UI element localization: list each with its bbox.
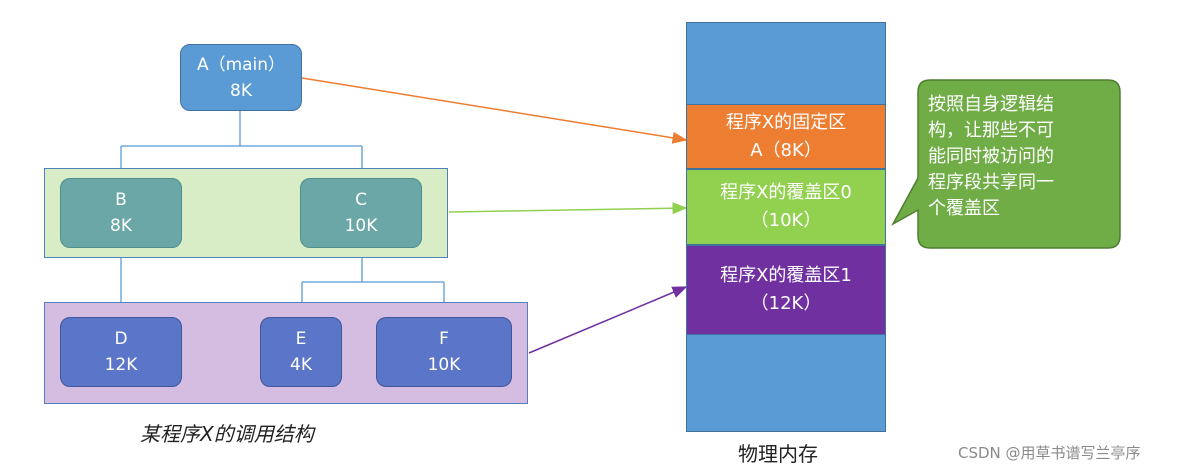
- node-a-label: A（main）: [196, 54, 286, 75]
- node-c-size: 10K: [344, 216, 378, 236]
- node-e-label: E: [295, 329, 307, 349]
- node-a-main: A（main） 8K: [180, 44, 302, 111]
- callout-line: 个覆盖区: [928, 198, 1000, 219]
- node-f: F 10K: [376, 317, 512, 387]
- memory-fixed-area: 程序X的固定区 A（8K）: [686, 104, 886, 169]
- node-b-label: B: [115, 190, 127, 210]
- node-c: C 10K: [300, 178, 422, 248]
- callout-line: 按照自身逻辑结: [928, 94, 1054, 115]
- node-f-label: F: [439, 329, 449, 349]
- callout-bubble: [891, 79, 1121, 249]
- node-d: D 12K: [60, 317, 182, 387]
- overlay0-title: 程序X的覆盖区0: [720, 182, 852, 203]
- node-b: B 8K: [60, 178, 182, 248]
- call-structure-caption: 某程序X的调用结构: [140, 422, 314, 446]
- arrow-def-to-overlay1: [528, 286, 688, 354]
- watermark: CSDN @用草书谱写兰亭序: [958, 444, 1141, 462]
- callout-text: 按照自身逻辑结 构，让那些不可 能同时被访问的 程序段共享同一 个覆盖区: [928, 92, 1118, 222]
- node-d-label: D: [114, 329, 128, 349]
- memory-overlay-0: 程序X的覆盖区0 （10K）: [686, 169, 886, 245]
- overlay1-size: （12K）: [750, 293, 822, 314]
- overlay0-size: （10K）: [750, 210, 822, 231]
- callout-line: 程序段共享同一: [928, 172, 1054, 193]
- callout-line: 构，让那些不可: [928, 120, 1054, 141]
- node-b-size: 8K: [110, 216, 132, 236]
- memory-overlay-1: 程序X的覆盖区1 （12K）: [686, 245, 886, 335]
- fixed-area-title: 程序X的固定区: [725, 111, 847, 133]
- physical-memory-label: 物理内存: [738, 442, 818, 466]
- arrow-a-to-fixed: [301, 77, 688, 144]
- node-d-size: 12K: [104, 355, 138, 375]
- arrow-bc-to-overlay0: [448, 202, 688, 215]
- node-e: E 4K: [260, 317, 342, 387]
- fixed-area-size: A（8K）: [750, 139, 822, 161]
- node-f-size: 10K: [427, 355, 461, 375]
- overlay1-title: 程序X的覆盖区1: [720, 265, 852, 286]
- callout-line: 能同时被访问的: [928, 146, 1054, 167]
- node-a-size: 8K: [230, 80, 252, 101]
- node-e-size: 4K: [290, 355, 312, 375]
- node-c-label: C: [355, 190, 367, 210]
